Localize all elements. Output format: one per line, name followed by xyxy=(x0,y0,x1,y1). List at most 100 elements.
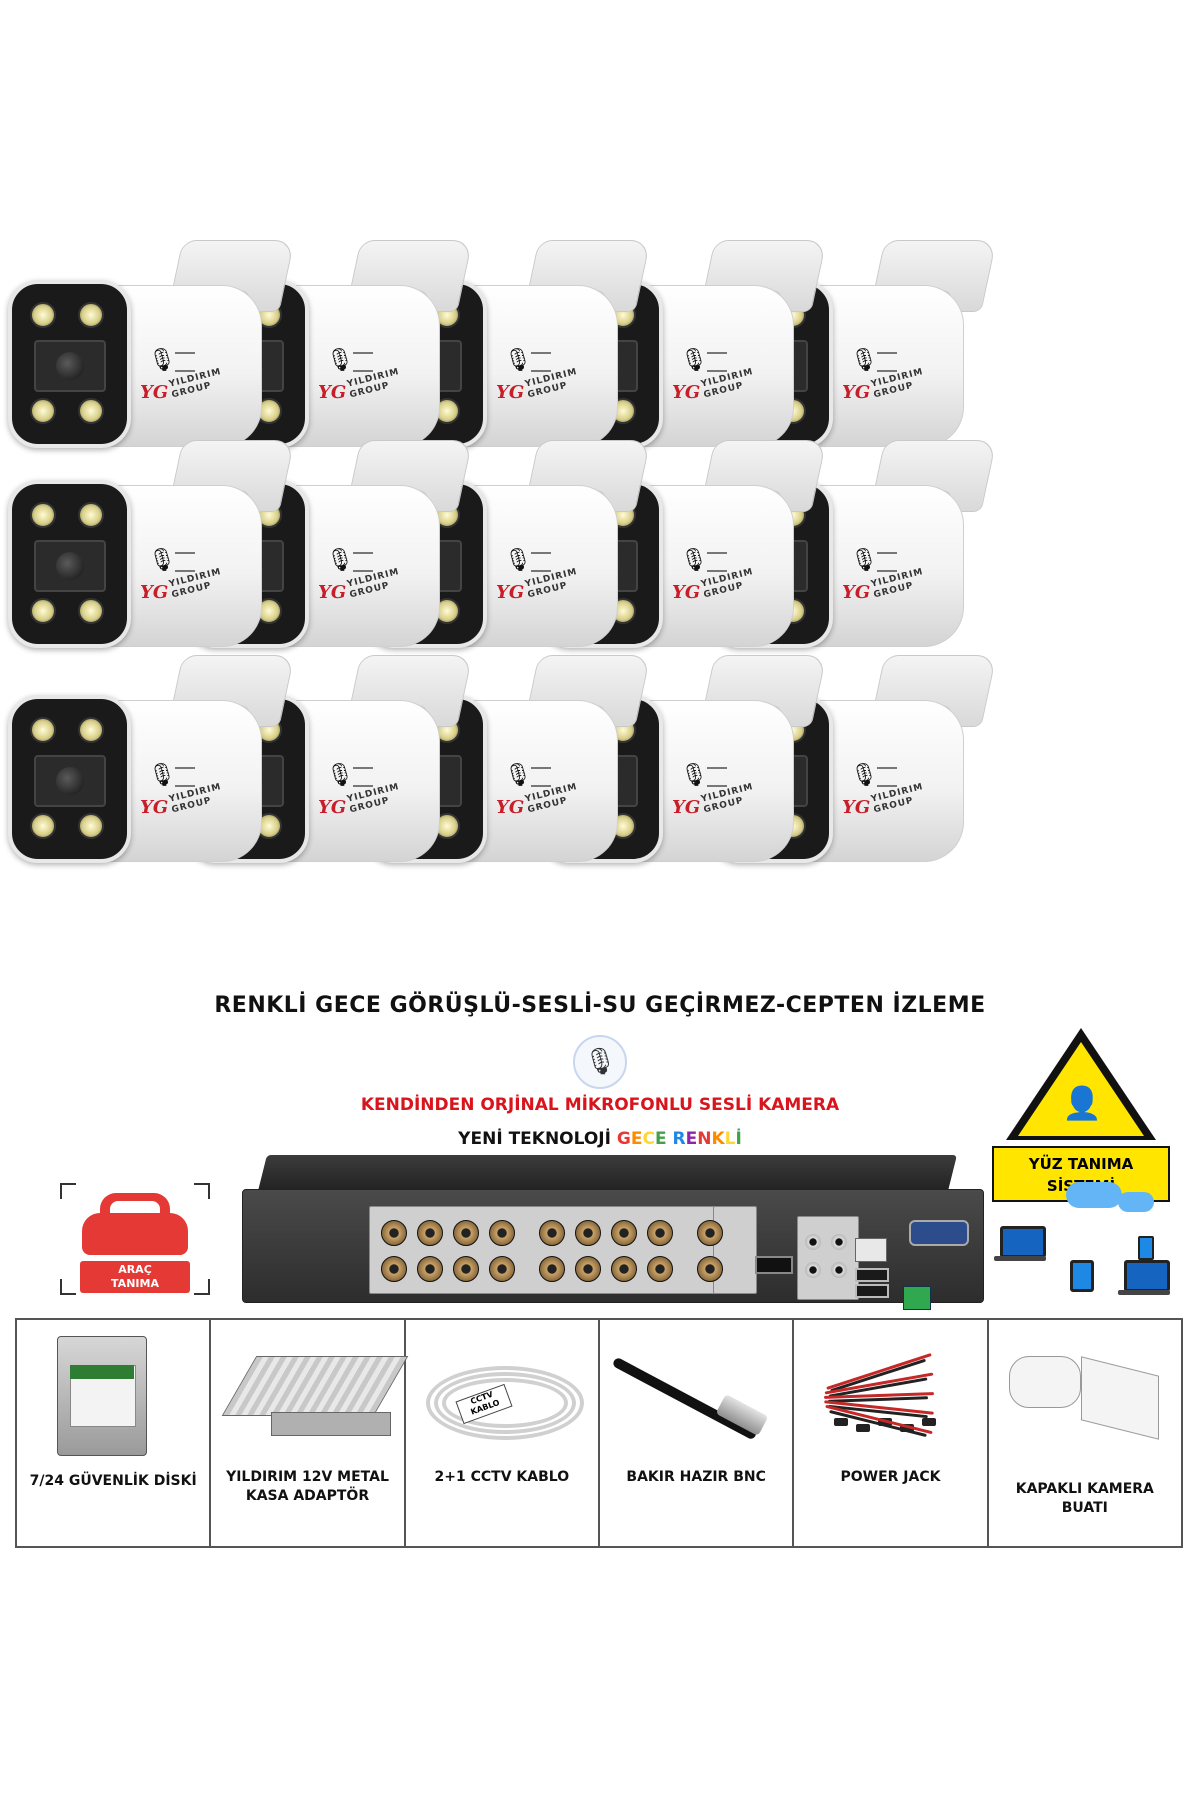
cloud-icon xyxy=(1066,1182,1122,1208)
accessory-item-bnc: BAKIR HAZIR BNC xyxy=(600,1320,795,1546)
laptop-icon xyxy=(1000,1226,1046,1258)
brand-mark: YG xyxy=(140,382,169,403)
brand-mark: YG xyxy=(672,797,701,818)
bnc-port xyxy=(647,1220,673,1246)
accessory-label: YILDIRIM 12V METAL KASA ADAPTÖR xyxy=(226,1469,389,1504)
power-jack-icon xyxy=(794,1326,986,1461)
led-icon xyxy=(78,302,104,328)
remote-viewing-devices xyxy=(994,1180,1178,1300)
brand-mark: YG xyxy=(496,797,525,818)
accessory-label: 2+1 CCTV KABLO xyxy=(434,1469,570,1485)
cable-coil-icon: CCTV KABLO xyxy=(406,1326,598,1461)
accessory-label: BAKIR HAZIR BNC xyxy=(626,1469,766,1485)
feature-technology-text: YENİ TEKNOLOJİ GECE RENKLİ xyxy=(0,1129,1200,1149)
microphone-icon: 🎙 xyxy=(680,548,708,573)
camera-front xyxy=(8,695,131,863)
bnc-port xyxy=(697,1220,723,1246)
accessory-item-power-jack: POWER JACK xyxy=(794,1320,989,1546)
led-icon xyxy=(30,398,56,424)
led-icon xyxy=(78,717,104,743)
led-icon xyxy=(30,598,56,624)
tech-prefix: YENİ TEKNOLOJİ xyxy=(458,1129,617,1149)
bnc-port xyxy=(381,1220,407,1246)
brand-mark: YG xyxy=(318,382,347,403)
vga-port xyxy=(909,1220,969,1246)
led-icon xyxy=(78,813,104,839)
camera-front xyxy=(8,480,131,648)
power-supply-icon xyxy=(211,1326,409,1461)
brand-mark: YG xyxy=(496,382,525,403)
power-port xyxy=(903,1286,931,1310)
brand-mark: YG xyxy=(842,582,871,603)
microphone-icon: 🎙 xyxy=(326,763,354,788)
microphone-icon: 🎙 xyxy=(504,763,532,788)
accessory-label: POWER JACK xyxy=(840,1469,941,1485)
bnc-port xyxy=(489,1220,515,1246)
brand-mark: YG xyxy=(496,582,525,603)
brand-mark: YG xyxy=(140,582,169,603)
tablet-icon xyxy=(1070,1260,1094,1292)
brand-mark: YG xyxy=(672,582,701,603)
headline: RENKLİ GECE GÖRÜŞLÜ-SESLİ-SU GEÇİRMEZ-CE… xyxy=(214,993,986,1018)
bnc-port xyxy=(539,1256,565,1282)
bnc-port xyxy=(453,1220,479,1246)
cloud-icon xyxy=(1118,1192,1154,1212)
microphone-icon: 🎙 xyxy=(148,348,176,373)
brand-mark: YG xyxy=(318,582,347,603)
microphone-icon: 🎙 xyxy=(326,348,354,373)
bnc-port xyxy=(539,1220,565,1246)
bnc-port xyxy=(417,1256,443,1282)
laptop-icon xyxy=(1124,1260,1170,1292)
microphone-icon: 🎙 xyxy=(573,1035,627,1089)
microphone-icon: 🎙 xyxy=(504,548,532,573)
face-scan-icon: 👤 xyxy=(1062,1084,1102,1122)
microphone-icon: 🎙 xyxy=(850,348,878,373)
accessory-item-adapter: YILDIRIM 12V METAL KASA ADAPTÖR xyxy=(211,1320,409,1546)
microphone-icon: 🎙 xyxy=(680,763,708,788)
lens-icon xyxy=(56,767,84,795)
audio-port-panel xyxy=(797,1216,859,1300)
microphone-icon: 🎙 xyxy=(148,548,176,573)
led-icon xyxy=(78,398,104,424)
accessory-label: 7/24 GÜVENLİK DİSKİ xyxy=(29,1473,197,1489)
tech-word-color: RENKLİ xyxy=(672,1129,742,1149)
led-icon xyxy=(30,717,56,743)
junction-box-icon xyxy=(989,1326,1181,1461)
bnc-connector-icon xyxy=(600,1326,792,1461)
bnc-port xyxy=(575,1256,601,1282)
usb-port xyxy=(855,1268,889,1282)
bnc-port xyxy=(489,1256,515,1282)
brand-mark: YG xyxy=(140,797,169,818)
bnc-port xyxy=(611,1220,637,1246)
bnc-port xyxy=(381,1256,407,1282)
bnc-port xyxy=(575,1220,601,1246)
led-icon xyxy=(78,598,104,624)
ethernet-port xyxy=(855,1238,887,1262)
face-recognition-sign: 👤 YÜZ TANIMA SİSTEMİ xyxy=(992,1022,1170,1202)
accessory-item-hdd: 7/24 GÜVENLİK DİSKİ xyxy=(17,1320,212,1546)
accessories-table: 7/24 GÜVENLİK DİSKİ YILDIRIM 12V METAL K… xyxy=(15,1318,1183,1548)
brand-mark: YG xyxy=(842,797,871,818)
dvr-recorder xyxy=(232,1155,992,1310)
microphone-icon: 🎙 xyxy=(850,548,878,573)
led-icon xyxy=(78,502,104,528)
led-icon xyxy=(30,302,56,328)
brand-mark: YG xyxy=(842,382,871,403)
bnc-port xyxy=(647,1256,673,1282)
hdmi-port xyxy=(755,1256,793,1274)
lens-icon xyxy=(56,352,84,380)
